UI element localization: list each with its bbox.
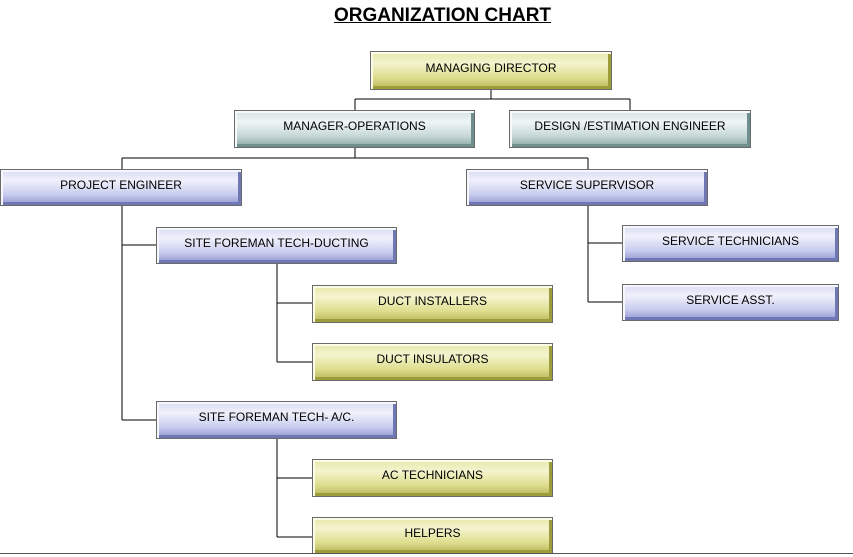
node-project-engineer: PROJECT ENGINEER (0, 169, 242, 206)
node-managing-director: MANAGING DIRECTOR (370, 51, 612, 90)
node-helpers: HELPERS (312, 517, 553, 554)
connector-mgr-ops (121, 148, 589, 169)
bottom-rule (0, 553, 853, 554)
node-site-foreman-ducting: SITE FOREMAN TECH-DUCTING (156, 227, 397, 264)
node-design-estimation-engineer: DESIGN /ESTIMATION ENGINEER (509, 110, 751, 148)
node-duct-insulators: DUCT INSULATORS (312, 343, 553, 381)
node-manager-operations: MANAGER-OPERATIONS (234, 110, 475, 148)
connector-foreman-ducting (276, 264, 312, 363)
connector-md (354, 90, 631, 110)
node-site-foreman-ac: SITE FOREMAN TECH- A/C. (156, 401, 397, 439)
node-duct-installers: DUCT INSTALLERS (312, 285, 553, 323)
connector-foreman-ac (276, 439, 312, 538)
connector-project-engineer (121, 206, 156, 421)
connector-service-supervisor (587, 206, 622, 303)
node-ac-technicians: AC TECHNICIANS (312, 459, 553, 497)
node-service-supervisor: SERVICE SUPERVISOR (466, 169, 708, 206)
chart-title: ORGANIZATION CHART (333, 5, 552, 26)
node-service-technicians: SERVICE TECHNICIANS (622, 225, 839, 262)
node-service-asst: SERVICE ASST. (622, 284, 839, 321)
